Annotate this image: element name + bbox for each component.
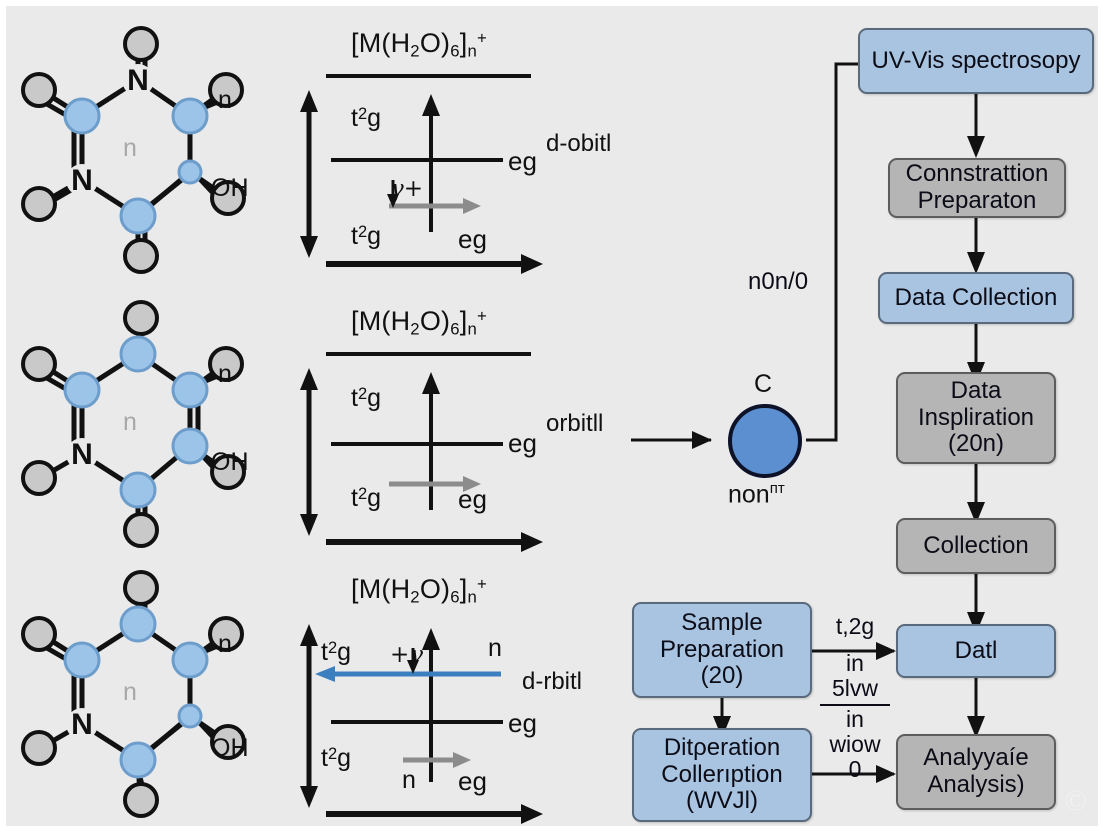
energy-diagram-bottom-lower-t2g: t2g: [321, 744, 352, 772]
molecule-top: N N n: [14, 24, 274, 284]
flow-node-sample-preparation[interactable]: Sample Preparation (20): [632, 602, 812, 698]
flow-node-analysis[interactable]: Analyyaíe Analysis): [896, 734, 1056, 810]
molecule-middle-label-oh: OH: [211, 448, 249, 476]
molecule-middle-label-n: n: [218, 360, 232, 388]
flow-node-data-inspiration-label: Data Inspliration (20n): [917, 376, 1035, 458]
energy-diagram-bottom-gamma: +γ: [390, 642, 424, 668]
energy-diagram-top: [291, 64, 561, 324]
energy-diagram-bottom: [291, 614, 561, 826]
edge-label-circle-to-uv: n0n/0: [748, 268, 809, 295]
center-circle-node[interactable]: [728, 404, 802, 478]
edge-stack-line-4: in: [846, 706, 864, 733]
edge-stack-line-3: 5lvw: [831, 674, 878, 701]
edge-stack-line-1: t,2g: [835, 613, 875, 639]
energy-diagram-bottom-side-label: d-rbitl: [522, 668, 583, 695]
energy-diagram-middle-upper-t2g: t2g: [351, 384, 382, 412]
flow-node-uv-vis-spectroscopy-label: UV-Vis spectrosopy: [871, 46, 1081, 74]
svg-text:N: N: [127, 64, 149, 97]
flow-node-concentration-preparation-label: Connstrattion Preparaton: [905, 160, 1049, 214]
svg-text:N: N: [71, 164, 93, 197]
energy-diagram-middle-eg-level: eg: [508, 428, 537, 458]
energy-diagram-middle-eg-bottom: eg: [458, 484, 487, 514]
flow-node-data-collection[interactable]: Data Collection: [878, 272, 1074, 324]
svg-text:N: N: [71, 708, 93, 741]
energy-diagram-top-formula: [M(H2O)6]n+: [351, 28, 487, 61]
energy-diagram-middle-formula: [M(H2O)6]n+: [351, 306, 487, 339]
flow-node-data-inspiration[interactable]: Data Inspliration (20n): [896, 372, 1056, 464]
molecule-middle: N n: [14, 298, 274, 558]
molecule-bottom-label-oh: OH: [211, 734, 249, 762]
edge-label-stack: t,2g in 5lvw in wiow 0: [818, 614, 892, 782]
svg-text:n: n: [123, 678, 137, 706]
flow-node-dispersion-collection[interactable]: Ditρeration Collerıption (WVJl): [632, 728, 812, 822]
svg-text:n: n: [123, 134, 137, 162]
energy-diagram-top-side-label: d-obitl: [546, 130, 612, 157]
energy-diagram-middle-lower-t2g: t2g: [351, 484, 382, 512]
flow-node-sample-preparation-label: Sample Preparation (20): [659, 608, 785, 690]
flow-node-dati-label: Datl: [954, 636, 998, 664]
flow-node-collection[interactable]: Collection: [896, 518, 1056, 574]
energy-diagram-bottom-formula: [M(H2O)6]n+: [351, 574, 487, 607]
flow-node-data-collection-label: Data Collection: [894, 283, 1058, 311]
molecule-bottom: N n: [14, 568, 274, 826]
edge-stack-divider: [820, 701, 890, 707]
edge-stack-line-2: in: [846, 649, 864, 676]
molecule-top-label-oh: OH: [211, 174, 249, 202]
energy-diagram-bottom-eg-level: eg: [508, 708, 537, 738]
energy-diagram-top-lower-t2g: t2g: [351, 222, 382, 250]
flow-node-dati[interactable]: Datl: [896, 624, 1056, 678]
center-circle-label-above: C: [754, 370, 773, 398]
energy-diagram-middle: [291, 342, 561, 602]
energy-diagram-top-eg-bottom: eg: [458, 224, 487, 254]
flow-node-analysis-label: Analyyaíe Analysis): [923, 744, 1029, 798]
energy-diagram-top-upper-t2g: t2g: [351, 104, 382, 132]
molecule-bottom-label-n: n: [218, 630, 232, 658]
energy-diagram-top-gamma: γ+: [390, 176, 424, 202]
edge-stack-line-6: 0: [848, 756, 862, 783]
flow-node-dispersion-collection-label: Ditρeration Collerıption (WVJl): [661, 733, 783, 815]
flow-node-concentration-preparation[interactable]: Connstrattion Preparaton: [888, 158, 1066, 218]
center-circle-label-below: nonпт: [728, 480, 785, 509]
svg-text:N: N: [71, 438, 93, 471]
edge-stack-line-5: wiow: [829, 731, 881, 758]
energy-diagram-top-eg-level: eg: [508, 146, 537, 176]
energy-diagram-bottom-n-bottom: n: [402, 766, 416, 794]
energy-diagram-bottom-eg-bottom: eg: [458, 766, 487, 796]
energy-diagram-bottom-upper-t2g: t2g: [321, 638, 352, 666]
flow-node-collection-label: Collection: [923, 531, 1029, 559]
flowchart-connectors: [631, 62, 985, 783]
energy-diagram-middle-side-label: orbitll: [546, 410, 604, 437]
flow-node-uv-vis-spectroscopy[interactable]: UV-Vis spectrosopy: [858, 28, 1094, 94]
energy-diagram-bottom-n-top: n: [488, 634, 502, 662]
svg-text:n: n: [123, 408, 137, 436]
molecule-top-label-n: n: [218, 86, 232, 114]
